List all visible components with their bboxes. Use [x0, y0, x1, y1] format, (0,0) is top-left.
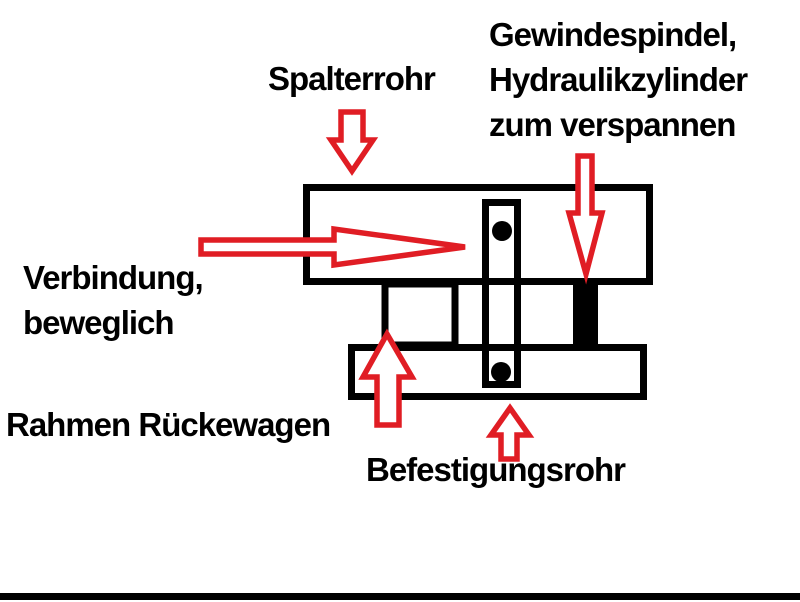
spalter-tube-rect [303, 184, 653, 285]
label-gewindespindel-line3: zum verspannen [489, 106, 736, 143]
label-befestigungsrohr: Befestigungsrohr [366, 451, 626, 488]
label-verbindung-line2: beweglich [23, 304, 175, 341]
label-gewindespindel-line2: Hydraulikzylinder [489, 61, 748, 98]
spalterrohr-down-arrow-icon [325, 109, 379, 176]
befestigungsrohr-up-arrow-icon [485, 403, 535, 462]
pivot-pin-bottom-dot [491, 362, 511, 382]
bottom-border-bar [0, 593, 800, 600]
pivot-pin-top-dot [492, 221, 512, 241]
label-rahmen-rueckewagen: Rahmen Rückewagen [6, 406, 331, 443]
hydraulic-block-rect [573, 282, 598, 346]
label-spalterrohr: Spalterrohr [268, 60, 436, 97]
verbindung-right-arrow-icon [198, 225, 466, 269]
label-verbindung: Verbindung, beweglich [23, 255, 204, 345]
gewindespindel-down-arrow-icon [565, 153, 606, 285]
vertical-link-bar [482, 199, 521, 388]
left-connector-rect [381, 280, 459, 349]
frame-lower-rect [348, 344, 647, 400]
label-verbindung-line1: Verbindung, [23, 259, 204, 296]
label-gewindespindel-line1: Gewindespindel, [489, 16, 737, 53]
label-gewindespindel: Gewindespindel, Hydraulikzylinder zum ve… [489, 12, 748, 147]
rahmen-up-arrow-icon [358, 328, 417, 428]
